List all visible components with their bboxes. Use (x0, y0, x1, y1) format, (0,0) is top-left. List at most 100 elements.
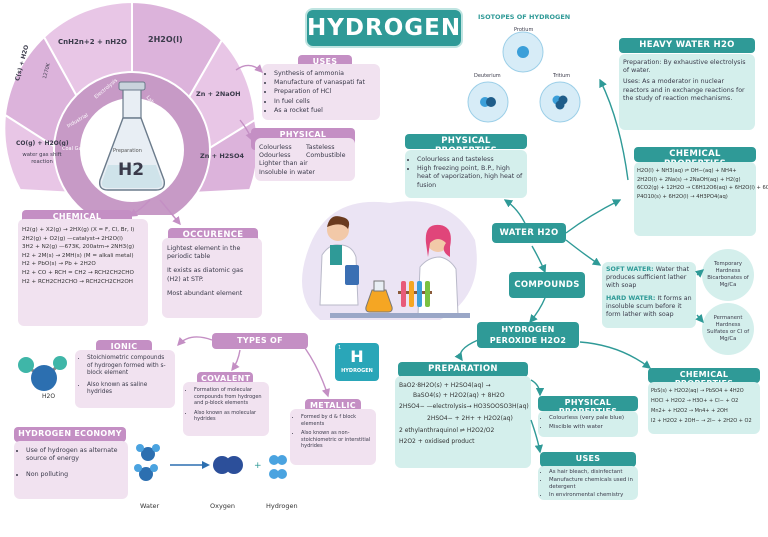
chem-left-eq: H2 + CO + RCH = CH2 → RCH2CH2CHO (22, 269, 134, 276)
uses-peroxide-item: As hair bleach, disinfectant (549, 469, 635, 476)
phys-peroxide-title: PHYSICAL PROPERTIES (538, 396, 638, 416)
uses-top-item: In fuel cells (274, 98, 376, 106)
isotope-deuterium: Deuterium (474, 73, 501, 79)
phys-peroxide-item: Colourless (very pale blue) (549, 415, 635, 423)
uses-peroxide-item: Manufacture chemicals used in detergent (549, 477, 635, 491)
permanent-hardness: Permanent Hardness Sulfates or Cl of Mg/… (702, 303, 754, 355)
occurence-box: Lightest element in the periodic table I… (162, 238, 262, 318)
hydrogen-molecule-icon (269, 455, 287, 479)
prep-eq: 2HSO4− + 2H+ + H2O2(aq) (427, 415, 513, 422)
chem-left-eq: H2(g) + X2(g) → 2HX(g) (X = F, Cl, Br, I… (22, 227, 135, 233)
soft-water-text: Water that produces sufficient lather wi… (606, 266, 690, 290)
uses-top-box: Synthesis of ammonia Manufacture of vana… (262, 64, 380, 120)
phys-center-title: PHYSICAL PROPERTIES (405, 134, 527, 156)
occurence-item: Lightest element in the periodic table (167, 245, 241, 261)
svg-text:+: + (254, 461, 262, 471)
element-number: 1 (338, 345, 342, 351)
reaction-label-oxygen: Oxygen (210, 502, 236, 510)
chem-left-eq: 2H2(g) + O2(g) —catalyst→ 2H2O(l) (22, 235, 123, 242)
covalent-title: COVALENT (197, 372, 253, 385)
isotopes-heading: ISOTOPES OF HYDROGEN (478, 13, 571, 21)
chem-peroxide-eq: Mn2+ + H2O2 → Mn4+ + 2OH (651, 408, 728, 414)
soft-water: SOFT WATER: Water that produces sufficie… (606, 266, 692, 291)
prep-eq: BaO2·8H2O(s) + H2SO4(aq) → (399, 382, 491, 389)
prep-box: BaO2·8H2O(s) + H2SO4(aq) → BaSO4(s) + H2… (395, 376, 531, 468)
burner-flask-icon (365, 280, 393, 313)
occurence-item: Most abundant element (167, 289, 243, 297)
phys-left-box: Colourless Tasteless Odourless Combustib… (255, 138, 355, 181)
ionic-item: Stoichiometric compounds of hydrogen for… (87, 355, 171, 378)
scientist-male (319, 216, 359, 306)
economy-item: Use of hydrogen as alternate source of e… (26, 447, 124, 463)
metallic-title: METALLIC (305, 399, 361, 412)
phys-center-box: Colourless and tasteless High freezing p… (405, 150, 527, 198)
chem-right-title: CHEMICAL PROPERTIES (634, 147, 756, 169)
reaction-label-water: Water (140, 502, 160, 510)
prep-eq: 2HSO4− —electrolysis→ HO3SOOSO3H(aq) (399, 403, 529, 410)
economy-box: Use of hydrogen as alternate source of e… (14, 441, 128, 499)
prep-eq: H2O2 + oxidised product (399, 438, 475, 445)
chem-peroxide-title: CHEMICAL PROPERTIES (648, 368, 760, 388)
page-title: HYDROGEN (307, 15, 462, 41)
ionic-box: Stoichiometric compounds of hydrogen for… (75, 350, 175, 408)
scientist-female (417, 224, 459, 316)
heavy-item: Uses: As a moderator in nuclear reactors… (623, 78, 745, 102)
chem-peroxide-eq: HOCl + H2O2 → H3O+ + Cl− + O2 (651, 398, 739, 404)
chem-left-eq: H2 + PbO(s) → Pb + 2H2O (22, 261, 96, 268)
covalent-item: Also known as molecular hydrides (194, 410, 266, 423)
wheel-seg3: Zn + 2NaOH (196, 90, 241, 98)
metallic-item: Formed by d & f block elements (301, 414, 373, 427)
heavy-item: Preparation: By exhaustive electrolysis … (623, 59, 746, 75)
covalent-item: Formation of molecular compounds from hy… (194, 387, 266, 407)
phys-left-item: Combustible (306, 152, 346, 160)
soft-water-label: SOFT WATER: (606, 266, 654, 273)
prep-eq: BaSO4(s) + H2O2(aq) + 8H2O (413, 392, 505, 399)
occurence-item: It exists as diatomic gas (H2) at STP. (167, 267, 244, 283)
wheel-seg4: Zn + H2SO4 (200, 152, 245, 160)
compounds-node: COMPOUNDS (509, 272, 585, 298)
chem-right-eq: H2O(l) + NH3(aq) ⇌ OH−(aq) + NH4+ (637, 168, 737, 174)
chem-right-eq: 6CO2(g) + 12H2O → C6H12O6(aq) + 6H2O(l) … (637, 185, 768, 192)
uses-top-item: Synthesis of ammonia (274, 70, 376, 78)
chem-peroxide-eq: I2 + H2O2 + 2OH− → 2I− + 2H2O + O2 (651, 418, 752, 424)
uses-top-item: Preparation of HCl (274, 88, 376, 96)
flask-icon (98, 81, 166, 191)
page-title-box: HYDROGEN (305, 8, 463, 48)
metallic-item: Also known as non-stoichiometric or inte… (301, 430, 373, 450)
uses-top-item: As a rocket fuel (274, 107, 376, 115)
chem-left-eq: H2 + 2M(s) → 2MH(s) (M = alkali metal) (22, 252, 134, 259)
water-node: WATER H2O (492, 223, 566, 243)
hard-water-text: It forms an insoluble scum before it for… (606, 294, 692, 319)
element-name: HYDROGEN (341, 368, 373, 374)
phys-left-item: Odourless (259, 152, 291, 160)
phys-left-item: Insoluble in water (259, 168, 316, 176)
test-tubes-icon (398, 281, 432, 307)
isotope-tritium: Tritium (553, 73, 571, 79)
ionic-title: IONIC (96, 340, 152, 353)
water-split-illustration: + (134, 444, 287, 481)
ionic-item: Also known as saline hydrides (87, 382, 171, 397)
wheel-seg2: 2H2O(l) (148, 35, 183, 44)
hardness-box: SOFT WATER: Water that produces sufficie… (602, 262, 696, 328)
heavy-title: HEAVY WATER H2O (619, 38, 755, 53)
chem-left-eq: H2 + RCH2CH2CHO → RCH2CH2CH2OH (22, 278, 133, 285)
phys-center-item: High freezing point, B.P., high heat of … (417, 165, 523, 190)
reaction-label-hydrogen: Hydrogen (266, 502, 298, 510)
flask-sub: Preparation (113, 148, 142, 154)
phys-left-item: Tasteless (306, 144, 335, 151)
economy-item: Non polluting (26, 471, 124, 479)
h2o-label: H2O (42, 393, 56, 400)
chem-peroxide-eq: PbS(s) + H2O2(aq) → PbSO4 + 4H2O (651, 388, 744, 394)
chem-right-eq: 2H2O(l) + 2Na(s) → 2NaOH(aq) + H2(g) (637, 176, 741, 183)
arrow-right-icon (170, 461, 210, 469)
prep-title: PREPARATION (398, 362, 528, 377)
uses-peroxide-title: USES (540, 452, 636, 467)
water-molecules-icon (134, 444, 160, 481)
preparation-wheel (3, 0, 259, 215)
wheel-inner-coal: Coal Gasification (62, 146, 105, 152)
hard-water-label: HARD WATER: (606, 294, 656, 302)
water-molecule-icon (18, 356, 67, 391)
chem-left-eq: 3H2 + N2(g) —673K, 200atm→ 2NH3(g) (22, 244, 135, 251)
prep-eq: 2 ethylanthraquinol ⇌ H2O2/O2 (399, 427, 495, 434)
wheel-seg5-note: water gas shift reaction (22, 152, 62, 165)
